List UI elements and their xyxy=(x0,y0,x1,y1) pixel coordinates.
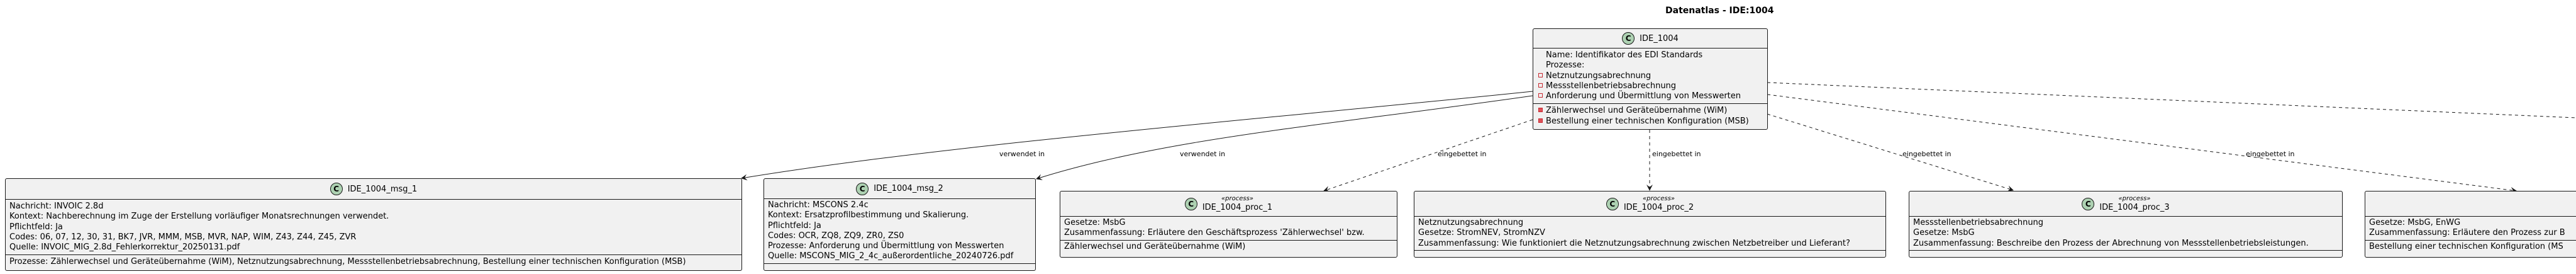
methods-compartment xyxy=(764,264,1035,268)
method: Zählerwechsel und Geräteübernahme (WiM) xyxy=(1538,106,1763,116)
methods-compartment: Zählerwechsel und Geräteübernahme (WiM) xyxy=(1060,241,1397,253)
field: Zusammenfassung: Erläutere den Geschäfts… xyxy=(1064,228,1365,238)
field: Quelle: INVOIC_MIG_2.8d_Fehlerkorrektur_… xyxy=(9,243,240,253)
methods-compartment xyxy=(1414,251,1885,255)
private-method-icon xyxy=(1538,108,1543,113)
class-proc-2[interactable]: C «process»IDE_1004_proc_2 Netznutzungsa… xyxy=(1414,191,1886,258)
class-name: IDE_1004_proc_3 xyxy=(2099,203,2170,212)
edge-label: eingebettet in xyxy=(1902,150,1951,158)
class-name: IDE_1004 xyxy=(1640,33,1679,43)
field: Codes: 06, 07, 12, 30, 31, BK7, JVR, MMM… xyxy=(9,232,357,242)
field: Gesetze: MsbG xyxy=(1913,228,1975,238)
field: Nachricht: INVOIC 2.8d xyxy=(9,202,104,211)
field: Netznutzungsabrechnung xyxy=(1538,71,1763,81)
field: Nachricht: MSCONS 2.4c xyxy=(768,200,869,210)
field: Zusammenfassung: Beschreibe den Prozess … xyxy=(1913,238,2309,248)
private-method-icon xyxy=(1538,118,1543,123)
fields-compartment: Gesetze: MsbG Zusammenfassung: Erläutere… xyxy=(1060,217,1397,241)
field: Prozesse: xyxy=(1546,60,1585,71)
class-msg-2[interactable]: C IDE_1004_msg_2 Nachricht: MSCONS 2.4c … xyxy=(763,178,1036,271)
edge-main-to-proc-4 xyxy=(1767,94,2517,193)
private-visibility-icon xyxy=(1538,83,1543,88)
class-c-icon: C xyxy=(856,182,869,195)
stereotype: «process» xyxy=(1221,195,1253,202)
methods-compartment: Zählerwechsel und Geräteübernahme (WiM) … xyxy=(1533,104,1767,128)
field: Messstellenbetriebsabrechnung xyxy=(1913,218,2044,227)
edge-label: eingebettet in xyxy=(2246,150,2295,158)
field: Name: Identifikator des EDI Standards xyxy=(1546,50,1703,60)
methods-compartment: Prozesse: Zählerwechsel und Geräteüberna… xyxy=(6,255,741,269)
method: Prozesse: Zählerwechsel und Geräteüberna… xyxy=(9,257,686,267)
stereotype: «process» xyxy=(2118,195,2151,202)
class-c-icon: C xyxy=(1184,197,1197,210)
fields-compartment: Messstellenbetriebsabrechnung Gesetze: M… xyxy=(1909,217,2342,251)
stereotype: «process» xyxy=(1642,195,1675,202)
field: Gesetze: StromNEV, StromNZV xyxy=(1418,228,1545,238)
class-header: C IDE_1004_msg_2 xyxy=(764,179,1035,199)
class-proc-3[interactable]: C «process»IDE_1004_proc_3 Messstellenbe… xyxy=(1909,191,2343,258)
field: Zusammenfassung: Wie funktioniert die Ne… xyxy=(1418,238,1850,248)
edge-main-to-msg-1 xyxy=(741,91,1533,181)
class-name: IDE_1004_proc_2 xyxy=(1623,203,1694,212)
class-c-icon: C xyxy=(1622,32,1635,45)
class-header: C «process»IDE_1004_proc_3 xyxy=(1909,191,2342,217)
field: Netznutzungsabrechnung xyxy=(1418,218,1524,227)
private-visibility-icon xyxy=(1538,72,1543,77)
class-name: IDE_1004_proc_1 xyxy=(1202,203,1273,212)
method: Bestellung einer technischen Konfigurati… xyxy=(2369,241,2563,251)
edge-label: eingebettet in xyxy=(1652,150,1701,158)
class-c-icon: C xyxy=(1606,197,1619,210)
class-name: IDE_1004_msg_2 xyxy=(874,184,943,193)
field: Quelle: MSCONS_MIG_2_4c_außerordentliche… xyxy=(768,251,1014,261)
private-visibility-icon xyxy=(1538,93,1543,98)
edge-main-to-proc-1 xyxy=(1323,119,1533,192)
method: Bestellung einer technischen Konfigurati… xyxy=(1538,117,1763,127)
methods-compartment: Bestellung einer technischen Konfigurati… xyxy=(2365,241,2576,253)
field: Gesetze: MsbG, EnWG xyxy=(2369,218,2461,227)
method: Zählerwechsel und Geräteübernahme (WiM) xyxy=(1064,241,1246,251)
edge-main-to-msg-2 xyxy=(1036,95,1533,181)
class-header xyxy=(2365,191,2576,217)
class-c-icon: C xyxy=(330,183,343,195)
field: Pflichtfeld: Ja xyxy=(768,220,821,231)
class-name: IDE_1004_msg_1 xyxy=(347,184,418,194)
field: Pflichtfeld: Ja xyxy=(9,222,63,232)
field: Zusammenfassung: Erläutere den Prozess z… xyxy=(2369,228,2565,238)
edge-label: verwendet in xyxy=(999,150,1045,158)
methods-compartment xyxy=(1909,251,2342,255)
field: Messstellenbetriebsabrechnung xyxy=(1538,81,1763,91)
class-proc-4[interactable]: Gesetze: MsbG, EnWG Zusammenfassung: Erl… xyxy=(2365,191,2576,258)
class-msg-1[interactable]: C IDE_1004_msg_1 Nachricht: INVOIC 2.8d … xyxy=(5,178,742,271)
fields-compartment: Gesetze: MsbG, EnWG Zusammenfassung: Erl… xyxy=(2365,217,2576,241)
class-header: C IDE_1004 xyxy=(1533,29,1767,49)
class-header: C IDE_1004_msg_1 xyxy=(6,179,741,200)
fields-compartment: Nachricht: MSCONS 2.4c Kontext: Ersatzpr… xyxy=(764,199,1035,264)
field: Kontext: Nachberechnung im Zuge der Erst… xyxy=(9,212,389,222)
class-ide-1004[interactable]: C IDE_1004 Name: Identifikator des EDI S… xyxy=(1533,28,1768,130)
edge-label: eingebettet in xyxy=(1438,150,1487,158)
class-proc-1[interactable]: C «process»IDE_1004_proc_1 Gesetze: MsbG… xyxy=(1060,191,1397,258)
edge-main-to-offscreen xyxy=(1767,82,2576,118)
fields-compartment: Name: Identifikator des EDI Standards Pr… xyxy=(1533,49,1767,105)
class-header: C «process»IDE_1004_proc_1 xyxy=(1060,191,1397,217)
edge-label: verwendet in xyxy=(1180,150,1226,158)
field: Kontext: Ersatzprofilbestimmung und Skal… xyxy=(768,210,969,220)
fields-compartment: Netznutzungsabrechnung Gesetze: StromNEV… xyxy=(1414,217,1885,251)
field: Prozesse: Anforderung und Übermittlung v… xyxy=(768,241,1004,251)
field: Gesetze: MsbG xyxy=(1064,218,1126,227)
diagram-title: Datenatlas - IDE:1004 xyxy=(1665,6,1774,16)
class-c-icon: C xyxy=(2082,197,2095,210)
fields-compartment: Nachricht: INVOIC 2.8d Kontext: Nachbere… xyxy=(6,200,741,256)
field: Anforderung und Übermittlung von Messwer… xyxy=(1538,91,1763,101)
field: Codes: OCR, ZQ8, ZQ9, ZR0, ZS0 xyxy=(768,231,904,241)
edge-main-to-proc-3 xyxy=(1767,113,2014,192)
class-header: C «process»IDE_1004_proc_2 xyxy=(1414,191,1885,217)
